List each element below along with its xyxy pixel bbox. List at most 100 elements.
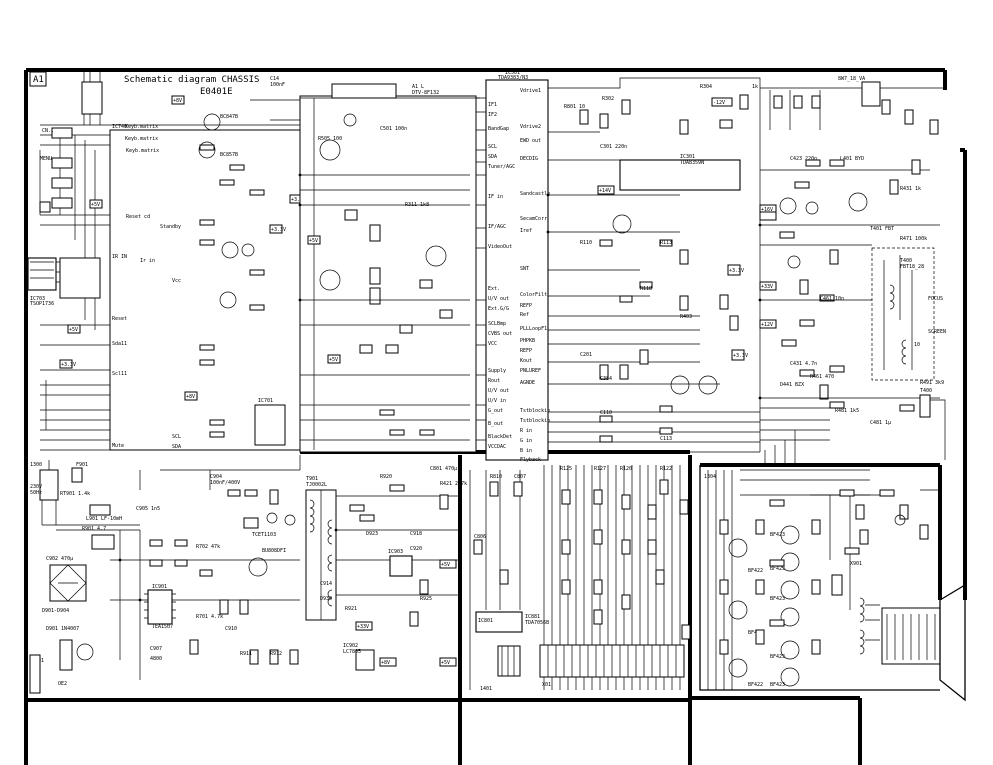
svg-text:IC881: IC881	[525, 614, 540, 620]
sheet-header: A1 Schematic diagram CHASSIS E0401E	[29, 71, 259, 97]
svg-text:BF423: BF423	[770, 566, 785, 572]
svg-text:IC903: IC903	[388, 549, 403, 555]
svg-text:IF in: IF in	[488, 194, 503, 200]
svg-text:Reset cd: Reset cd	[126, 214, 150, 220]
svg-text:C423 220n: C423 220n	[790, 156, 817, 162]
svg-text:R311 1k8: R311 1k8	[405, 202, 429, 208]
svg-text:G in: G in	[520, 438, 532, 444]
svg-text:+3.3V: +3.3V	[733, 353, 748, 359]
svg-text:IC701: IC701	[258, 398, 273, 404]
crt-board: BF422 BF422 BF422 BF423 BF423 BF423 BF42…	[699, 465, 966, 702]
svg-text:VideoOut: VideoOut	[488, 244, 512, 250]
svg-text:BlackDet: BlackDet	[488, 434, 512, 440]
svg-text:C905 1n5: C905 1n5	[136, 506, 160, 512]
svg-text:C907: C907	[150, 646, 162, 652]
svg-text:Rout: Rout	[488, 378, 500, 384]
svg-text:CVBS out: CVBS out	[488, 331, 512, 337]
svg-text:+5V: +5V	[329, 357, 338, 363]
svg-text:+16V: +16V	[761, 207, 773, 213]
svg-text:+12V: +12V	[761, 322, 773, 328]
svg-text:D930: D930	[320, 596, 332, 602]
svg-text:+3.3V: +3.3V	[61, 362, 76, 368]
svg-text:SDA: SDA	[488, 154, 497, 160]
svg-text:X01: X01	[542, 682, 551, 688]
svg-text:L901 LF-10mH: L901 LF-10mH	[86, 516, 122, 522]
svg-text:TDA7056B: TDA7056B	[525, 620, 549, 626]
svg-text:TDA9383/N3: TDA9383/N3	[498, 75, 528, 81]
svg-text:C918: C918	[410, 531, 422, 537]
svg-text:R403: R403	[680, 314, 692, 320]
svg-text:EWD out: EWD out	[520, 138, 541, 144]
svg-text:BF422: BF422	[748, 568, 763, 574]
svg-text:Flyback: Flyback	[520, 457, 541, 463]
svg-text:BF423: BF423	[770, 596, 785, 602]
svg-text:C902 470µ: C902 470µ	[46, 556, 73, 562]
svg-text:230V: 230V	[30, 484, 42, 490]
svg-text:R801 10: R801 10	[564, 104, 585, 110]
svg-text:Vdrive1: Vdrive1	[520, 88, 541, 94]
svg-text:Reset: Reset	[112, 316, 127, 322]
svg-text:BC857B: BC857B	[220, 152, 238, 158]
svg-text:C501 100n: C501 100n	[380, 126, 407, 132]
svg-text:C14: C14	[270, 76, 279, 82]
svg-text:+33V: +33V	[357, 624, 369, 630]
svg-text:REFP: REFP	[520, 303, 532, 309]
svg-text:R911: R911	[240, 651, 252, 657]
svg-text:AGNDE: AGNDE	[520, 380, 535, 386]
svg-text:C110: C110	[600, 410, 612, 416]
svg-text:TCET1103: TCET1103	[252, 532, 276, 538]
svg-text:T901: T901	[306, 476, 318, 482]
svg-text:Iref: Iref	[520, 228, 532, 234]
svg-text:MENU: MENU	[40, 156, 52, 162]
svg-text:IF2: IF2	[488, 112, 497, 118]
svg-text:BU808DFI: BU808DFI	[262, 548, 286, 554]
svg-text:+8V: +8V	[173, 98, 182, 104]
svg-text:X901: X901	[850, 561, 862, 567]
svg-text:R481 1k5: R481 1k5	[835, 408, 859, 414]
bus-connectors: X01	[539, 465, 691, 690]
svg-text:C801 470µ: C801 470µ	[430, 466, 457, 472]
svg-text:BF423: BF423	[770, 654, 785, 660]
svg-text:U/V out: U/V out	[488, 296, 509, 302]
svg-text:+5V: +5V	[441, 660, 450, 666]
svg-text:R127: R127	[594, 466, 606, 472]
svg-text:R925: R925	[420, 596, 432, 602]
svg-text:BC847B: BC847B	[220, 114, 238, 120]
ic501-ref: IC501	[505, 70, 520, 76]
svg-text:R122: R122	[660, 466, 672, 472]
svg-text:R118: R118	[640, 286, 652, 292]
svg-text:Sda11: Sda11	[112, 341, 127, 347]
svg-text:TDA8359N: TDA8359N	[680, 160, 704, 166]
svg-text:1300: 1300	[30, 462, 42, 468]
interconnect	[45, 96, 762, 602]
svg-text:D901-D904: D901-D904	[42, 608, 69, 614]
svg-text:L401 BYD: L401 BYD	[840, 156, 864, 162]
svg-text:TEA1507: TEA1507	[152, 624, 173, 630]
svg-text:100nF/400V: 100nF/400V	[210, 480, 240, 486]
svg-text:+5V: +5V	[91, 202, 100, 208]
svg-text:IR IN: IR IN	[112, 254, 127, 260]
svg-text:4800: 4800	[150, 656, 162, 662]
svg-text:Ext.G/G: Ext.G/G	[488, 306, 509, 312]
svg-text:C113: C113	[660, 436, 672, 442]
svg-text:Keyb.matrix: Keyb.matrix	[126, 148, 159, 154]
svg-text:+33V: +33V	[761, 284, 773, 290]
svg-text:Tstblockin: Tstblockin	[520, 408, 550, 414]
svg-text:SNT: SNT	[520, 266, 529, 272]
svg-text:D901 1N4007: D901 1N4007	[46, 626, 79, 632]
svg-text:R421 2.7k: R421 2.7k	[440, 481, 467, 487]
svg-text:-12V: -12V	[713, 100, 725, 106]
svg-text:10: 10	[914, 342, 920, 348]
micro-section: IC703 TSOP1736 IC740 Keyb.matrix Keyb.ma…	[27, 72, 306, 451]
svg-text:1k: 1k	[752, 84, 758, 90]
svg-text:C384: C384	[600, 376, 612, 382]
ic301-ref: IC301	[680, 154, 695, 160]
svg-text:TSOP1736: TSOP1736	[30, 301, 54, 307]
svg-text:Tuner/AGC: Tuner/AGC	[488, 164, 515, 170]
svg-text:CN..: CN..	[42, 128, 54, 134]
svg-text:8W7_18_VA: 8W7_18_VA	[838, 76, 865, 82]
svg-text:Vdrive2: Vdrive2	[520, 124, 541, 130]
svg-text:IC902: IC902	[343, 643, 358, 649]
svg-text:Keyb.matrix: Keyb.matrix	[125, 136, 158, 142]
svg-text:Standby: Standby	[160, 224, 181, 230]
